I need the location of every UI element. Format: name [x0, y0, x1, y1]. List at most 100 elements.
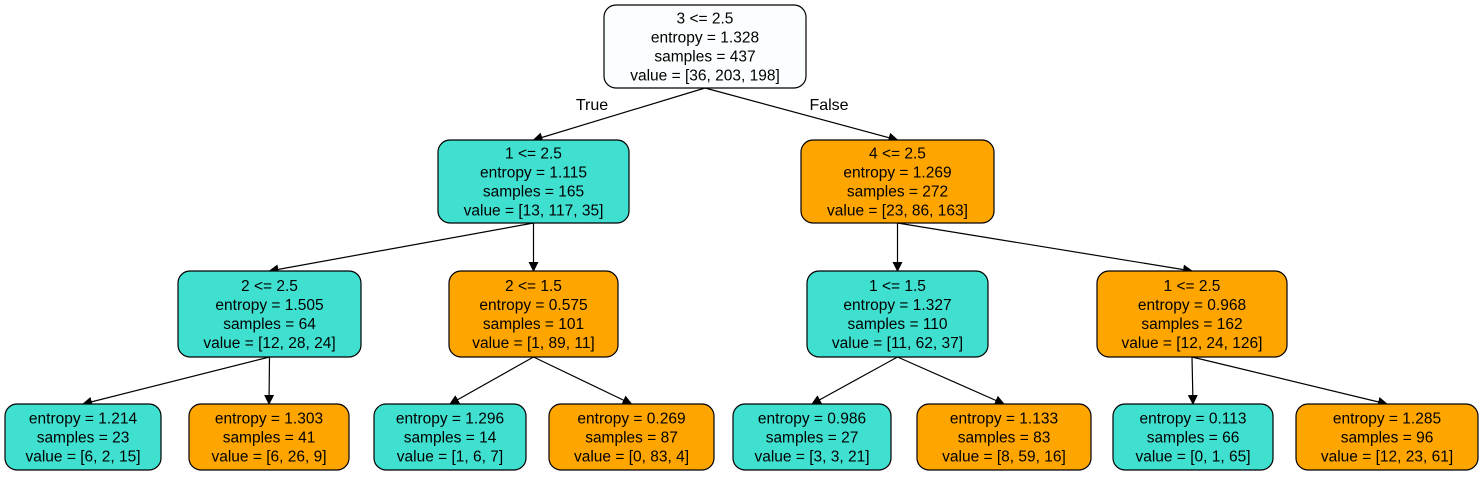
- tree-node-n5: 1 <= 1.5 entropy = 1.327 samples = 110 valu…: [806, 270, 989, 358]
- tree-node-line: value = [12, 24, 126]: [1122, 335, 1263, 352]
- tree-node-n12: entropy = 1.133 samples = 83 value = [8, 5…: [916, 403, 1092, 471]
- edge-n6-n14: [1191, 356, 1388, 407]
- tree-node-n13: entropy = 0.113 samples = 66 value = [0, 1…: [1112, 403, 1274, 471]
- edge-n3-n7: [82, 356, 270, 407]
- tree-node-line: entropy = 1.133: [950, 411, 1058, 428]
- tree-node-line: entropy = 0.968: [1138, 297, 1246, 314]
- tree-node-box: [437, 139, 630, 224]
- tree-node-line: 2 <= 2.5: [241, 278, 298, 295]
- tree-node-box: [548, 403, 715, 471]
- tree-node-line: value = [11, 62, 37]: [832, 335, 963, 352]
- tree-node-line: entropy = 1.269: [843, 165, 951, 182]
- tree-node-line: samples = 437: [654, 49, 755, 66]
- tree-node-box: [1295, 403, 1479, 471]
- tree-node-line: value = [12, 28, 24]: [203, 335, 335, 352]
- tree-node-line: samples = 66: [1147, 430, 1240, 447]
- tree-node-line: samples = 162: [1141, 316, 1242, 333]
- tree-node-n3: 2 <= 2.5 entropy = 1.505 samples = 64 value…: [177, 270, 362, 358]
- tree-node-line: 1 <= 2.5: [1164, 278, 1221, 295]
- tree-node-line: value = [3, 3, 21]: [754, 449, 869, 466]
- tree-node-line: value = [13, 117, 35]: [464, 203, 604, 220]
- tree-node-line: value = [1, 89, 11]: [472, 335, 595, 352]
- tree-node-line: value = [36, 203, 198]: [630, 68, 780, 85]
- tree-node-line: samples = 27: [766, 430, 859, 447]
- tree-node-n9: entropy = 1.296 samples = 14 value = [1, 6…: [373, 403, 527, 471]
- tree-node-box: [4, 403, 162, 471]
- tree-node-line: samples = 41: [223, 430, 316, 447]
- tree-node-line: value = [23, 86, 163]: [827, 203, 968, 220]
- tree-node-line: samples = 165: [483, 184, 584, 201]
- tree-node-box: [603, 4, 807, 89]
- edge-n3-n8: [264, 356, 275, 405]
- edge-n5-n11: [811, 356, 898, 405]
- tree-node-line: samples = 64: [223, 316, 316, 333]
- tree-node-n0: 3 <= 2.5 entropy = 1.328 samples = 437 valu…: [603, 4, 807, 89]
- tree-node-n1: 1 <= 2.5 entropy = 1.115 samples = 165 valu…: [437, 139, 630, 224]
- edge-n5-n12: [897, 356, 1005, 405]
- tree-node-line: entropy = 1.214: [29, 411, 138, 428]
- tree-node-n6: 1 <= 2.5 entropy = 0.968 samples = 162 valu…: [1096, 270, 1288, 358]
- edge-labels-layer: True False: [576, 97, 849, 114]
- edge-n0-n1: [532, 87, 706, 143]
- edge-n0-n2: [704, 87, 899, 143]
- tree-node-line: entropy = 1.285: [1333, 411, 1441, 428]
- tree-node-line: samples = 96: [1341, 430, 1434, 447]
- tree-node-line: samples = 23: [37, 430, 130, 447]
- tree-node-line: value = [6, 26, 9]: [211, 449, 326, 466]
- tree-node-line: entropy = 1.327: [843, 297, 951, 314]
- tree-node-line: samples = 272: [847, 184, 948, 201]
- tree-node-line: entropy = 0.113: [1139, 411, 1246, 428]
- tree-node-line: 2 <= 1.5: [505, 278, 562, 295]
- tree-node-box: [806, 270, 989, 358]
- tree-node-box: [732, 403, 892, 471]
- tree-node-line: value = [0, 83, 4]: [574, 449, 689, 466]
- tree-node-n8: entropy = 1.303 samples = 41 value = [6, 2…: [188, 403, 350, 471]
- edge-n2-n6: [897, 222, 1193, 275]
- tree-node-n10: entropy = 0.269 samples = 87 value = [0, 8…: [548, 403, 715, 471]
- tree-node-line: entropy = 0.575: [479, 297, 587, 314]
- tree-node-box: [1096, 270, 1288, 358]
- tree-node-line: value = [8, 59, 16]: [942, 449, 1066, 466]
- tree-node-n14: entropy = 1.285 samples = 96 value = [12, …: [1295, 403, 1479, 471]
- tree-node-n11: entropy = 0.986 samples = 27 value = [3, 3…: [732, 403, 892, 471]
- tree-node-box: [916, 403, 1092, 471]
- edge-n4-n9: [449, 356, 534, 405]
- tree-node-line: samples = 101: [483, 316, 584, 333]
- tree-node-line: samples = 14: [404, 430, 497, 447]
- tree-node-line: entropy = 1.303: [215, 411, 323, 428]
- tree-node-line: value = [6, 2, 15]: [25, 449, 140, 466]
- tree-node-line: entropy = 0.269: [577, 411, 685, 428]
- tree-node-line: entropy = 1.328: [651, 30, 759, 47]
- tree-node-line: entropy = 1.296: [396, 411, 504, 428]
- edge-n1-n3: [268, 222, 534, 275]
- tree-node-line: entropy = 0.986: [758, 411, 866, 428]
- tree-node-box: [800, 139, 995, 224]
- tree-node-line: entropy = 1.505: [215, 297, 323, 314]
- tree-node-line: samples = 83: [958, 430, 1051, 447]
- tree-node-line: value = [1, 6, 7]: [397, 449, 503, 466]
- edge-label-false: False: [809, 97, 848, 114]
- tree-node-line: 1 <= 2.5: [505, 146, 562, 163]
- tree-node-line: entropy = 1.115: [480, 165, 587, 182]
- tree-node-n7: entropy = 1.214 samples = 23 value = [6, 2…: [4, 403, 162, 471]
- tree-node-box: [1112, 403, 1274, 471]
- tree-node-line: samples = 110: [847, 316, 947, 333]
- tree-node-line: samples = 87: [585, 430, 678, 447]
- tree-node-n2: 4 <= 2.5 entropy = 1.269 samples = 272 valu…: [800, 139, 995, 224]
- tree-node-box: [188, 403, 350, 471]
- tree-node-line: 3 <= 2.5: [677, 11, 734, 28]
- edges-layer: [82, 87, 1388, 407]
- nodes-layer: 3 <= 2.5 entropy = 1.328 samples = 437 valu…: [4, 4, 1479, 471]
- tree-node-line: 1 <= 1.5: [869, 278, 926, 295]
- tree-node-box: [448, 270, 619, 358]
- edge-label-true: True: [576, 97, 608, 114]
- edge-n6-n13: [1187, 356, 1198, 405]
- tree-node-box: [177, 270, 362, 358]
- tree-node-line: 4 <= 2.5: [869, 146, 926, 163]
- tree-node-line: value = [12, 23, 61]: [1321, 449, 1453, 466]
- tree-node-n4: 2 <= 1.5 entropy = 0.575 samples = 101 valu…: [448, 270, 619, 358]
- edge-n4-n10: [533, 356, 633, 405]
- tree-node-box: [373, 403, 527, 471]
- tree-node-line: value = [0, 1, 65]: [1135, 449, 1250, 466]
